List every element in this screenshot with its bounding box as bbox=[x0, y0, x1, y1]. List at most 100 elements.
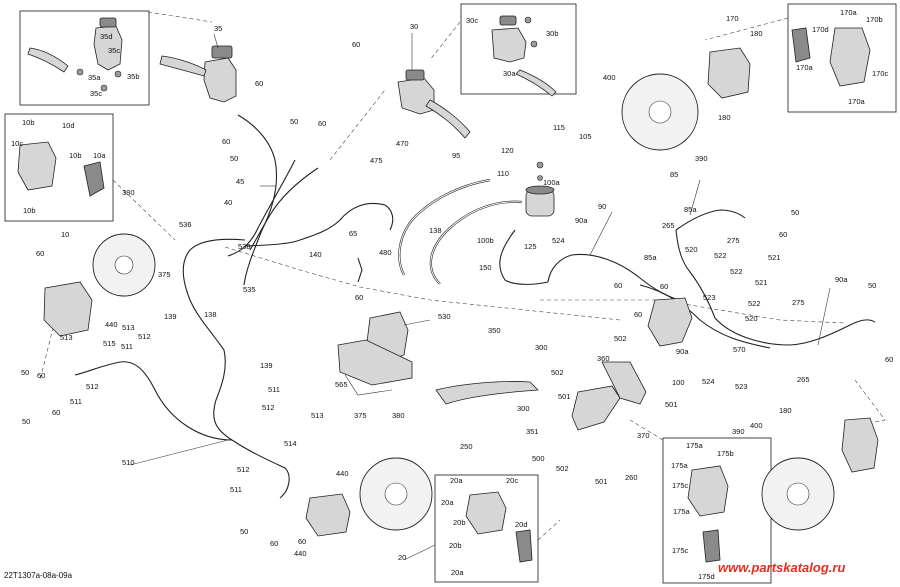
part-label: 10c bbox=[11, 139, 23, 148]
part-label: 513 bbox=[311, 411, 324, 420]
reservoir bbox=[525, 161, 555, 217]
part-label: 501 bbox=[558, 392, 571, 401]
part-label: 521 bbox=[755, 278, 768, 287]
part-label: 440 bbox=[105, 320, 118, 329]
part-label: 50 bbox=[791, 208, 799, 217]
inset-front-lever bbox=[19, 10, 150, 106]
part-label: 390 bbox=[695, 154, 708, 163]
part-label: 60 bbox=[355, 293, 363, 302]
part-label: 175c bbox=[672, 546, 689, 555]
part-label: 138 bbox=[429, 226, 442, 235]
part-label: 250 bbox=[460, 442, 473, 451]
part-label: 565 bbox=[335, 380, 348, 389]
part-label: 360 bbox=[597, 354, 610, 363]
part-label: 30b bbox=[546, 29, 559, 38]
part-label: 175a bbox=[673, 507, 691, 516]
part-label: 275 bbox=[792, 298, 805, 307]
brake-pads bbox=[83, 27, 811, 563]
part-label: 513 bbox=[122, 323, 135, 332]
part-label: 400 bbox=[750, 421, 763, 430]
part-label: 522 bbox=[714, 251, 727, 260]
part-label: 265 bbox=[662, 221, 675, 230]
part-label: 511 bbox=[268, 385, 280, 394]
part-label: 512 bbox=[262, 403, 275, 412]
part-label: 30a bbox=[503, 69, 516, 78]
part-label: 60 bbox=[352, 40, 360, 49]
part-label: 140 bbox=[309, 250, 322, 259]
part-label: 475 bbox=[370, 156, 383, 165]
part-label: 10d bbox=[62, 121, 75, 130]
part-label: 20a bbox=[441, 498, 454, 507]
part-label: 170c bbox=[872, 69, 889, 78]
part-label: 45 bbox=[236, 177, 244, 186]
part-label: 536 bbox=[179, 220, 192, 229]
part-label: 170b bbox=[866, 15, 883, 24]
part-label: 90a bbox=[575, 216, 588, 225]
front-master-cylinder bbox=[159, 33, 237, 103]
part-label: 275 bbox=[727, 236, 740, 245]
part-label: 180 bbox=[750, 29, 763, 38]
part-label: 100b bbox=[477, 236, 494, 245]
brake-pedal bbox=[435, 361, 647, 431]
diagram-code: 22T1307a-08a-09a bbox=[4, 571, 73, 580]
part-label: 180 bbox=[779, 406, 792, 415]
part-label: 524 bbox=[702, 377, 715, 386]
part-label: 35a bbox=[88, 73, 101, 82]
part-label: 501 bbox=[595, 477, 608, 486]
part-label: 440 bbox=[336, 469, 349, 478]
part-label: 500 bbox=[532, 454, 545, 463]
part-label: 351 bbox=[526, 427, 539, 436]
part-label: 35c bbox=[108, 46, 120, 55]
inset-boxes bbox=[4, 3, 897, 584]
part-label: 10b bbox=[22, 118, 35, 127]
part-label: 512 bbox=[237, 465, 250, 474]
part-label: 10b bbox=[23, 206, 36, 215]
part-label: 35 bbox=[214, 24, 222, 33]
part-label: 20 bbox=[398, 553, 406, 562]
part-label: 501 bbox=[665, 400, 678, 409]
part-label: 20a bbox=[451, 568, 464, 577]
inset-caliper-20 bbox=[434, 474, 539, 583]
part-label: 390 bbox=[732, 427, 745, 436]
part-label: 60 bbox=[885, 355, 893, 364]
part-label: 20b bbox=[453, 518, 466, 527]
part-label: 502 bbox=[556, 464, 569, 473]
part-label: 90 bbox=[598, 202, 606, 211]
part-label: 60 bbox=[318, 119, 326, 128]
part-label: 115 bbox=[553, 123, 565, 132]
part-label: 60 bbox=[222, 137, 230, 146]
part-label: 265 bbox=[797, 375, 810, 384]
part-label: 10a bbox=[93, 151, 106, 160]
part-label: 85a bbox=[684, 205, 697, 214]
part-label: 515 bbox=[103, 339, 116, 348]
part-label: 513 bbox=[60, 333, 73, 342]
reference-dash-lines bbox=[39, 11, 886, 541]
calipers bbox=[17, 27, 879, 537]
inset-lever-detail bbox=[27, 17, 123, 92]
part-label: 95 bbox=[452, 151, 460, 160]
inset-rear-master-detail bbox=[491, 15, 557, 97]
part-label: 521 bbox=[768, 253, 781, 262]
part-label: 175a bbox=[671, 461, 689, 470]
part-label: 523 bbox=[735, 382, 748, 391]
part-label: 512 bbox=[138, 332, 151, 341]
part-label: 105 bbox=[579, 132, 592, 141]
part-label: 170d bbox=[812, 25, 829, 34]
part-label: 125 bbox=[524, 242, 537, 251]
part-label: 530 bbox=[438, 312, 451, 321]
part-label: 502 bbox=[551, 368, 564, 377]
part-label: 85a bbox=[644, 253, 657, 262]
part-label: 20a bbox=[450, 476, 463, 485]
part-label: 380 bbox=[122, 188, 135, 197]
abs-module bbox=[337, 311, 413, 396]
part-label: 535 bbox=[243, 285, 256, 294]
part-label: 524 bbox=[552, 236, 565, 245]
part-label: 35c bbox=[90, 89, 102, 98]
part-label: 60 bbox=[614, 281, 622, 290]
part-label: 511 bbox=[230, 485, 242, 494]
part-label: 50 bbox=[290, 117, 298, 126]
part-label: 60 bbox=[270, 539, 278, 548]
part-label: 175b bbox=[717, 449, 734, 458]
